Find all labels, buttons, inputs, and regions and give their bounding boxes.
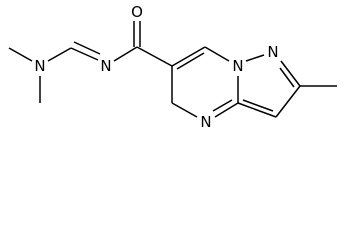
bond-n-carbonyl <box>113 46 138 62</box>
atom-n-dimethyl: N <box>34 57 45 75</box>
bond-ch-n-double-b <box>73 41 101 55</box>
bond-ch-n-double-a <box>70 47 99 61</box>
bond-ring-c2-c3 <box>275 85 301 118</box>
atom-n-ring-pyrazole: N <box>267 43 278 61</box>
bond-ring-c3a-n4 <box>214 102 239 118</box>
bond-ring-n1-c2 <box>280 60 301 87</box>
bond-carbonyl-ring <box>136 46 173 67</box>
bond-ring-c3-c3a-inner <box>242 99 274 112</box>
bond-n-ch <box>47 47 72 62</box>
chemical-structure: N N O N N N <box>8 3 337 131</box>
atom-n-ring-bridge: N <box>232 57 243 75</box>
bond-ring-n8-n1 <box>245 54 265 62</box>
bond-ring-n1-c2-inner <box>279 67 295 88</box>
bond-ring-n4-c5 <box>171 102 198 118</box>
bond-ring-c6-c7 <box>171 46 206 67</box>
bond-ring-c3-c3a <box>237 102 277 118</box>
bond-ring-c7-n8 <box>204 46 230 62</box>
bond-ring-c6-c7-inner <box>176 52 205 70</box>
atom-n-ring-pyrimidine: N <box>200 113 211 131</box>
atom-n-imine: N <box>100 57 111 75</box>
bond-ring-c3a-n4-inner <box>212 99 233 112</box>
bond-methyl-a-n <box>8 47 33 62</box>
atom-o-carbonyl: O <box>131 3 143 21</box>
